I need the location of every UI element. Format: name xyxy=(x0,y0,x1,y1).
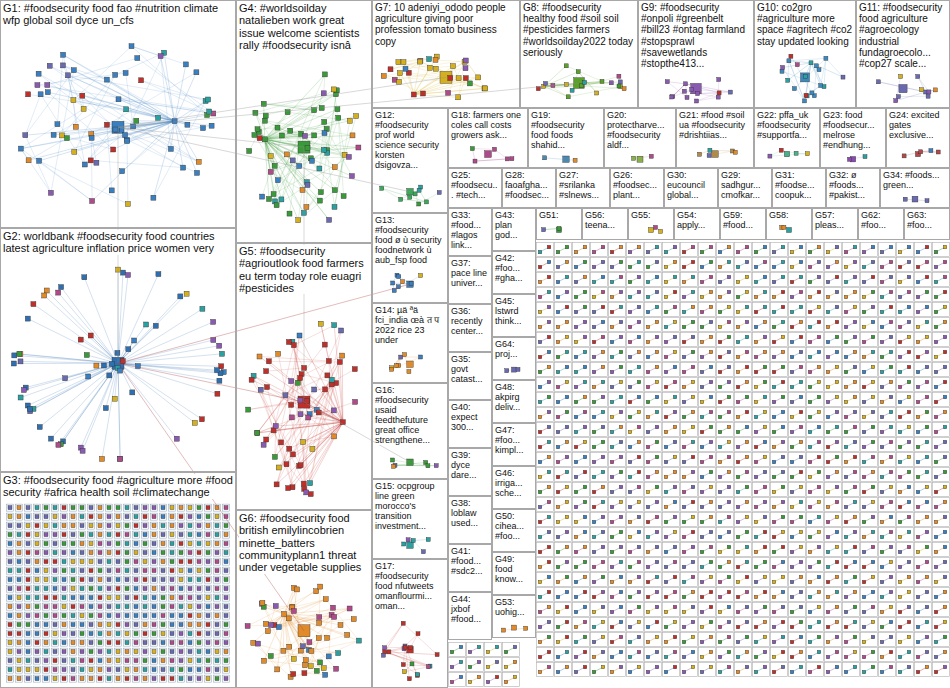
graph-page: G1: #foodsecurity food fao #nutrition cl… xyxy=(0,0,950,688)
